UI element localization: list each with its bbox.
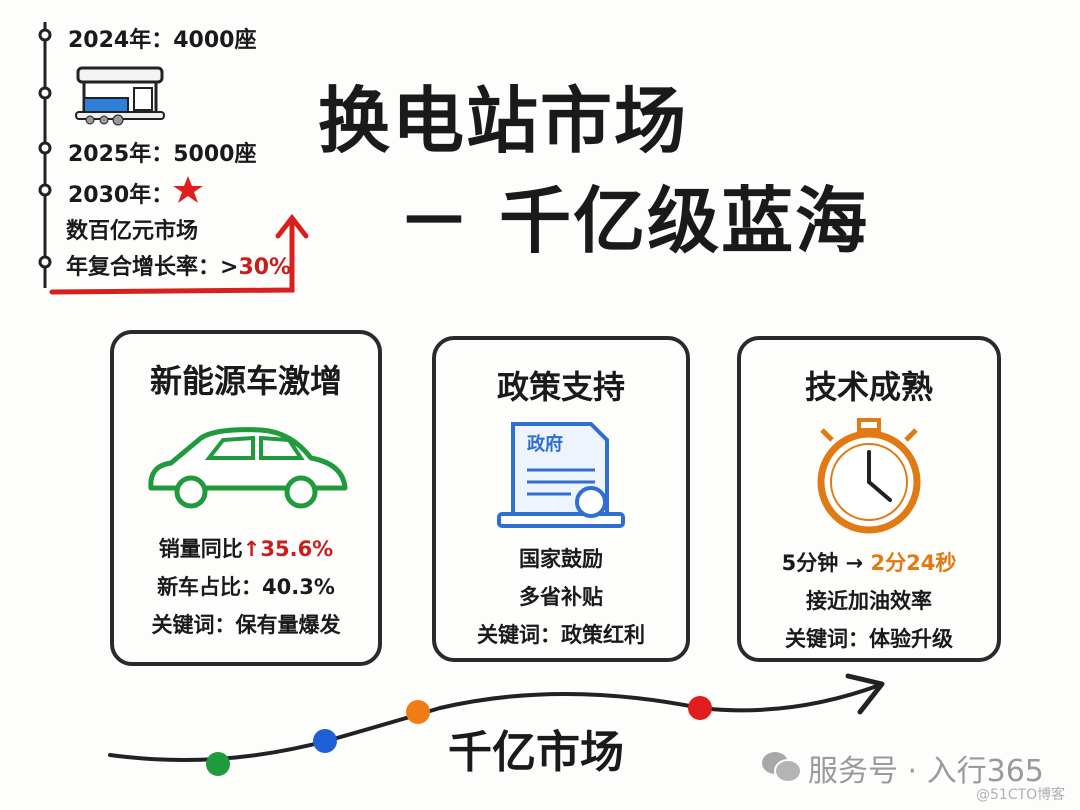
timeline-item-market: 数百亿元市场 [66, 219, 199, 244]
wechat-icon [762, 752, 802, 783]
card-ev-growth: 新能源车激增 销量同比↑35.6% 新车占比：40.3% 关键词：保有量爆发 [110, 330, 382, 666]
curve-dot-blue [313, 729, 337, 753]
watermark-main: 服务号 · 入行365 [808, 754, 1044, 789]
card-line-2: 接近加油效率 [806, 589, 932, 613]
card-title: 技术成熟 [804, 368, 933, 406]
cagr-value: 30% [238, 255, 292, 280]
title-line-1: 换电站市场 [318, 79, 689, 163]
growth-curve [108, 673, 885, 776]
cagr-label: 年复合增长率：> [66, 255, 239, 280]
star-icon [173, 176, 203, 203]
timeline-item-2025: 2025年：5000座 [68, 142, 257, 167]
card-line-time: 5分钟 → 2分24秒 [741, 544, 997, 582]
card-line-share: 新车占比：40.3% [157, 575, 335, 599]
card-line-keyword: 关键词：保有量爆发 [151, 613, 341, 637]
battery-swap-station-icon [75, 66, 165, 126]
bottom-label: 千亿市场 [448, 727, 624, 778]
arrow-head-icon [845, 673, 885, 715]
timeline-item-2030: 2030年： [68, 183, 174, 208]
stopwatch-icon [817, 418, 921, 534]
watermark-sub: @51CTO博客 [976, 787, 1066, 803]
card-title: 政策支持 [496, 368, 625, 406]
timeline-item-2024: 2024年：4000座 [68, 28, 257, 53]
card-tech: 技术成熟 5分钟 → 2分24秒 接近加油效率 关键词：体验升级 [737, 336, 1001, 662]
time-after: 2分24秒 [870, 551, 957, 575]
curve-dot-orange [406, 700, 430, 724]
timeline-graphic [38, 22, 309, 295]
card-line-sales: 销量同比↑35.6% [114, 530, 378, 568]
card-line-2: 多省补贴 [519, 585, 603, 609]
sales-label: 销量同比 [158, 537, 243, 561]
card-line-keyword: 关键词：体验升级 [785, 627, 953, 651]
title-line-2: － 千亿级蓝海 [398, 179, 870, 263]
timeline-item-cagr: 年复合增长率：>30% [66, 249, 291, 281]
card-line-1: 国家鼓励 [519, 547, 603, 571]
government-document-icon: 政府 [491, 418, 631, 536]
car-icon [148, 427, 348, 509]
curve-dot-green [206, 752, 230, 776]
card-line-keyword: 关键词：政策红利 [477, 623, 645, 647]
sales-value: ↑35.6% [242, 537, 334, 561]
document-label: 政府 [527, 434, 563, 455]
up-arrow-icon [49, 213, 309, 295]
card-policy: 政策支持 政府 国家鼓励 多省补贴 关键词：政策红利 [432, 336, 690, 662]
card-title: 新能源车激增 [149, 362, 342, 400]
curve-dot-red [688, 696, 712, 720]
time-before: 5分钟 → [781, 551, 871, 575]
